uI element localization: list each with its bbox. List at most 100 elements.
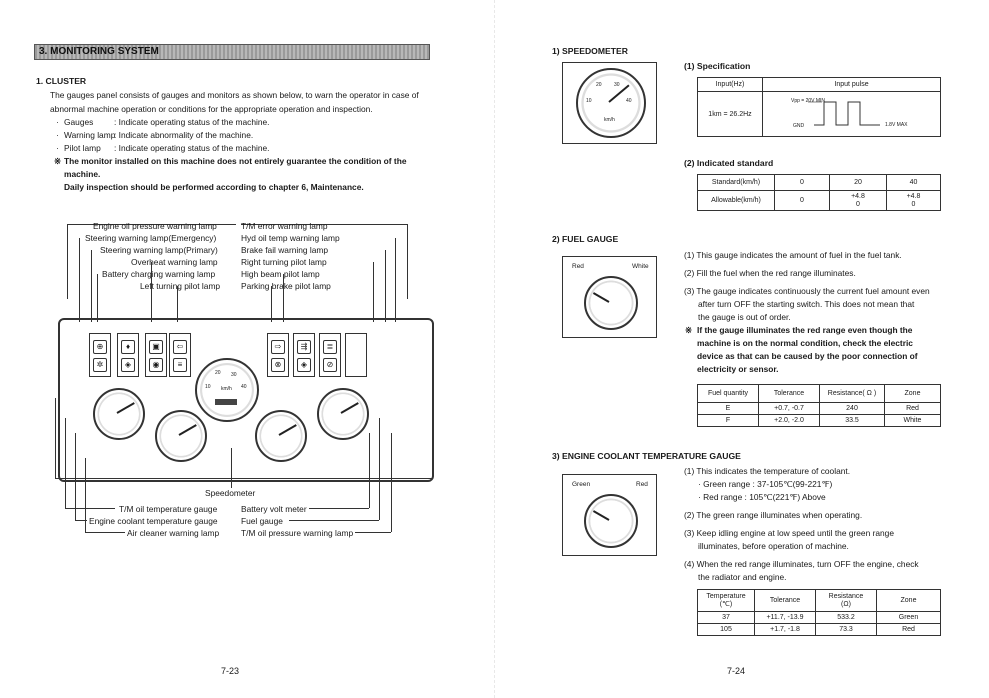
cluster-panel [58,318,434,482]
dial-40: 40 [241,384,247,390]
coolant-th3b: (Ω) [841,600,851,608]
label-left-turning: Left turning pilot lamp [140,281,221,291]
speedometer-gauge-right [576,68,646,138]
fuel-r1c4: Red [884,402,941,415]
coolant-gauge-dial [584,494,638,548]
lamp-group-6: ⇶◈ [293,333,315,377]
fuel-r2c2: +2.0, -2.0 [758,414,820,427]
label-tm-error: T/M error warning lamp [241,221,328,231]
section-banner: 3. MONITORING SYSTEM [34,44,430,60]
label-parking-brake: Parking brake pilot lamp [241,281,331,291]
coolant-r1c1: 37 [697,611,755,624]
fuel-note3: device as that can be caused by the poor… [697,351,918,361]
label-hyd-oil-temp: Hyd oil temp warning lamp [241,233,340,243]
std-table: Standard(km/h) 0 20 40 Allowable(km/h) 0… [697,174,941,211]
fuel-r2c4: White [884,414,941,427]
tm-oil-temp-gauge [93,388,145,440]
coolant-r1c2: +11.7, -13.9 [754,611,816,624]
speedometer-heading: 1) SPEEDOMETER [552,46,628,56]
callout-frame-right [241,224,408,299]
label-tm-oil-pressure: T/M oil pressure warning lamp [241,528,354,538]
sp-dial-30: 30 [614,82,620,88]
vpp-label: Vpp = 20V MIN [791,98,826,104]
fuel-th1: Fuel quantity [697,384,759,403]
std-r1c1: Standard(km/h) [697,174,775,191]
coolant-p1b: · Red range : 105℃(221℉) Above [698,492,826,502]
std-r1c2: 0 [774,174,830,191]
note-line1: The monitor installed on this machine do… [64,156,407,166]
coolant-heading: 3) ENGINE COOLANT TEMPERATURE GAUGE [552,451,741,461]
coolant-p3a: (3) Keep idling engine at low speed unti… [684,528,894,538]
lamp-group-3: ▣◉ [145,333,167,377]
dial-unit: km/h [221,386,232,392]
dial-30: 30 [231,372,237,378]
spec-table: Input(Hz) Input pulse 1km = 26.2Hz Vpp =… [697,77,941,137]
coolant-th1b: (℃) [719,600,733,608]
fuel-note-mark: ※ [685,325,693,335]
fuel-white-label: White [632,263,649,270]
std-r1c4: 40 [886,174,941,191]
item-bullet: · [56,130,59,140]
label-engine-coolant: Engine coolant temperature gauge [89,516,218,526]
coolant-p1: (1) This indicates the temperature of co… [684,466,851,476]
cluster-para-line1: The gauges panel consists of gauges and … [50,90,419,100]
fuel-figure [562,256,657,338]
item-desc-gauges: : Indicate operating status of the machi… [114,117,270,127]
coolant-r2c4: Red [876,623,941,636]
section-title: 3. MONITORING SYSTEM [39,46,159,57]
sp-dial-unit: km/h [604,117,615,123]
coolant-r2c1: 105 [697,623,755,636]
coolant-th1a: Temperature [706,592,746,600]
sp-dial-40: 40 [626,98,632,104]
fuel-p3c: the gauge is out of order. [698,312,791,322]
dial-20: 20 [215,370,221,376]
sp-dial-20: 20 [596,82,602,88]
label-right-turning: Right turning pilot lamp [241,257,327,267]
std-r2c2: 0 [774,190,830,211]
fuel-table: Fuel quantity Tolerance Resistance( Ω ) … [697,384,941,427]
pulse-waveform [807,101,880,126]
label-air-cleaner: Air cleaner warning lamp [127,528,220,538]
note-line3: Daily inspection should be performed acc… [64,182,364,192]
fuel-p1: (1) This gauge indicates the amount of f… [684,250,902,260]
spec-col-pulse: Input pulse [762,77,941,92]
fuel-note4: electricity or sensor. [697,364,779,374]
label-steering-emergency: Steering warning lamp(Emergency) [85,233,217,243]
fuel-note2: machine is on the normal condition, chec… [697,338,913,348]
std-r2c4b: 0 [911,200,916,208]
fuel-note1: If the gauge illuminates the red range e… [697,325,913,335]
label-tm-oil-temp: T/M oil temperature gauge [119,504,218,514]
lamp-group-4: ⇦≡ [169,333,191,377]
callout-frame-left [67,224,236,299]
lamp-group-2: ♦◈ [117,333,139,377]
cluster-para-line2: abnormal machine operation or conditions… [50,104,373,114]
coolant-green-label: Green [572,481,591,488]
coolant-table: Temperature(℃) Tolerance Resistance(Ω) Z… [697,589,941,636]
lamp-group-7: ≣⊘ [319,333,341,377]
coolant-r2c3: 73.3 [815,623,877,636]
coolant-r1c3: 533.2 [815,611,877,624]
cluster-diagram: Engine oil pressure warning lamp Steerin… [55,218,435,548]
item-term-pilot: Pilot lamp [64,143,101,153]
coolant-th2: Tolerance [754,589,816,612]
coolant-th4: Zone [876,589,941,612]
coolant-r2c2: +1.7, -1.8 [754,623,816,636]
fuel-r1c2: +0.7, -0.7 [758,402,820,415]
std-r2c3b: 0 [856,200,860,208]
item-bullet: · [56,143,59,153]
fuel-th2: Tolerance [758,384,820,403]
lamp-group-5: ⇨⊗ [267,333,289,377]
page-number-right: 7-24 [727,666,746,676]
coolant-p4a: (4) When the red range illuminates, turn… [684,559,919,569]
battery-volt-gauge [255,410,307,462]
std-r1c3: 20 [829,174,887,191]
engine-coolant-gauge [155,410,207,462]
coolant-p2: (2) The green range illuminates when ope… [684,510,863,520]
label-battery-volt: Battery volt meter [241,504,307,514]
fuel-th4: Zone [884,384,941,403]
spec-heading: (1) Specification [684,61,751,71]
fuel-r1c3: 240 [819,402,885,415]
label-speedometer: Speedometer [205,488,256,498]
sp-dial-10: 10 [586,98,592,104]
fuel-p2: (2) Fill the fuel when the red range ill… [684,268,856,278]
